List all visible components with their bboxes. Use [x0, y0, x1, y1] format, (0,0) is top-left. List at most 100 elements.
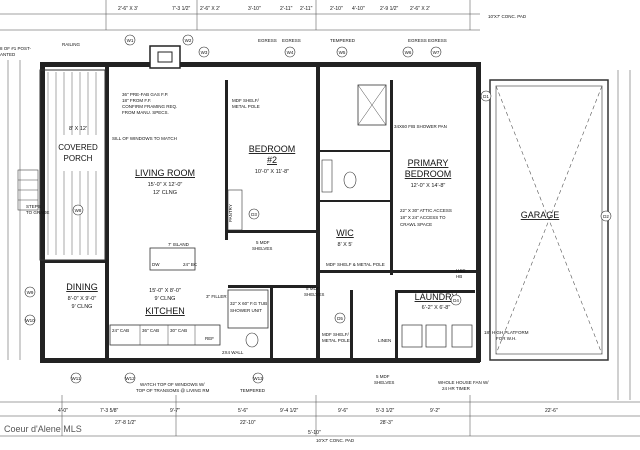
dim-bottom-5: 9'-6": [338, 408, 348, 414]
bc-label: 24" BC: [183, 262, 198, 267]
dim-top-3: 3'-10": [248, 6, 261, 12]
kitchen: 15'-0" X 8'-0" 9' CLNG KITCHEN 24" CAB 3…: [109, 288, 221, 346]
primary-size: 12'-0" X 14'-8": [411, 183, 446, 189]
dim-top-6: 2'-10": [330, 6, 343, 12]
bedroom2-name-1: BEDROOM: [249, 144, 296, 154]
bath-fixtures: 34X60 FIB SHOWER PAN: [321, 84, 447, 193]
bubble-w5: W5: [339, 50, 346, 55]
window-bubbles: W1 W2 W3 W4 W5 W6 W7 W8 W9 W10 W11 W12 W…: [24, 34, 612, 384]
living-room-size: 15'-0" X 12'-0": [148, 182, 183, 188]
bubble-w11: W11: [72, 376, 81, 381]
bubble-w13: W13: [253, 376, 263, 381]
primary-bedroom: PRIMARY BEDROOM 12'-0" X 14'-8" 22" X 30…: [400, 158, 452, 227]
porch-name-1: COVERED: [58, 143, 98, 152]
dim-total-2: 28'-3": [380, 420, 393, 426]
bubble-w9: W9: [27, 290, 34, 295]
garage: GARAGE: [489, 79, 609, 361]
bubble-w2: W2: [185, 38, 192, 43]
bottom-dimensions: 4'-0" 7'-3 5/8" 9'-7" 5'-6" 9'-4 1/2" 9'…: [58, 408, 558, 436]
conc-pad-top: 10'X7' CONC. PAD: [488, 14, 527, 19]
railing-label: RAILING: [62, 42, 81, 47]
bubble-w8: W8: [75, 208, 82, 213]
top-dimensions: 2'-6" X 3' 7'-3 1/2" 2'-6" X 2' 3'-10" 2…: [118, 6, 430, 12]
wic: WIC 8' X 5' MDF SHELF & METAL POLE: [326, 228, 385, 267]
dim-bottom-1: 7'-3 5/8": [100, 408, 119, 414]
egress-1: EGRESS: [258, 38, 277, 43]
tempered-top: TEMPERED: [330, 38, 356, 43]
shower-pan-note: 34X60 FIB SHOWER PAN: [394, 124, 447, 129]
bedroom-2: BEDROOM #2 10'-0" X 11'-8": [249, 144, 296, 175]
dimension-lines: [0, 0, 640, 437]
primary-name-2: BEDROOM: [405, 169, 452, 179]
dim-top-4: 2'-11": [280, 6, 293, 12]
mls-watermark: Coeur d'Alene MLS: [4, 424, 82, 434]
bubble-d4: D4: [453, 298, 459, 303]
steps: STEPS TO GRADE: [17, 169, 49, 215]
bubble-w6: W6: [405, 50, 412, 55]
exterior-walls: [40, 62, 481, 363]
fp-note-4: FROM MANU. SPECS.: [122, 110, 169, 115]
dining-name: DINING: [66, 282, 98, 292]
kitchen-name: KITCHEN: [145, 306, 185, 316]
dim-bottom-2: 9'-7": [170, 408, 180, 414]
pantry-label: PANTRY: [228, 204, 233, 222]
cab-36: 36" CAB: [142, 328, 159, 333]
dim-top-8: 2'-9 1/2": [380, 6, 399, 12]
dim-total-3: 5'-10": [308, 430, 321, 436]
island: 7' ISLAND DW 24" BC: [149, 242, 198, 271]
dim-bottom-8: 22'-6": [545, 408, 558, 414]
filler-label: 3" FILLER: [206, 294, 227, 299]
metal-pole-2: METAL POLE: [322, 338, 350, 343]
top-notes: EGRESS EGRESS TEMPERED EGRESS EGRESS RAI…: [0, 14, 527, 57]
wic-name: WIC: [336, 228, 354, 238]
shelves-3: SHELVES: [374, 380, 394, 385]
dim-bottom-0: 4'-0": [58, 408, 68, 414]
egress-3: EGRESS: [408, 38, 427, 43]
dim-top-0: 2'-6" X 3': [118, 6, 138, 12]
to-grade-label: TO GRADE: [26, 210, 49, 215]
match-windows-1: WATCH TOP OF WINDOWS W/: [140, 382, 205, 387]
bubble-w10: W10: [25, 318, 35, 323]
bubble-w3: W3: [201, 50, 208, 55]
dim-top-1: 7'-3 1/2": [172, 6, 191, 12]
steps-label: STEPS: [26, 204, 41, 209]
porch-size: 8' X 12': [69, 126, 87, 132]
sill-note: SILL OF WINDOWS TO MATCH: [112, 136, 177, 141]
tempered-bottom: TEMPERED: [240, 388, 266, 393]
garage-name: GARAGE: [521, 210, 560, 220]
bubble-d5: D5: [337, 316, 343, 321]
dim-bottom-4: 9'-4 1/2": [280, 408, 299, 414]
dim-bottom-3: 5'-6": [238, 408, 248, 414]
living-room-ceiling: 12' CLNG: [153, 190, 177, 196]
living-room: LIVING ROOM 15'-0" X 12'-0" 12' CLNG: [135, 168, 195, 196]
five-mdf-2: 5 MDF: [306, 286, 320, 291]
cab-30: 30" CAB: [170, 328, 187, 333]
dining-size: 8'-0" X 9'-0": [68, 296, 97, 302]
dim-bottom-6: 5'-3 1/2": [376, 408, 395, 414]
platform-note-2: FOR W.H.: [496, 336, 517, 341]
dw-label: DW: [152, 262, 160, 267]
match-windows-2: TOP OF TRANSOMS @ LIVING RM: [136, 388, 210, 393]
shower-unit-label: SHOWER UNIT: [230, 308, 262, 313]
attic-note-2: 18" X 24" ACCESS TO: [400, 215, 446, 220]
lower-bath: 32" X 60" F.G TUB SHOWER UNIT 3" FILLER …: [206, 286, 391, 355]
post-note-1: 8 OF #1 POST-: [0, 46, 32, 51]
dining-ceiling: 9' CLNG: [72, 304, 93, 310]
cab-24: 24" CAB: [112, 328, 129, 333]
attic-note-3: CRAWL SPACE: [400, 222, 432, 227]
conc-pad-bottom: 10'X7' CONC. PAD: [316, 438, 355, 443]
five-mdf-3: 5 MDF: [376, 374, 390, 379]
hb-label: HB: [456, 274, 462, 279]
hc-label: H&C: [456, 268, 466, 273]
platform-note: 18" HIGH PLATFORM: [484, 330, 529, 335]
attic-note-1: 22" X 30" ATTIC ACCESS: [400, 208, 452, 213]
metal-pole-1: METAL POLE: [232, 104, 260, 109]
dim-top-5: 2'-11": [300, 6, 313, 12]
egress-4: EGRESS: [428, 38, 447, 43]
refr-label: REF: [205, 336, 214, 341]
wall-2x4: 2X4 WALL: [222, 350, 244, 355]
dining: DINING 8'-0" X 9'-0" 9' CLNG: [66, 282, 98, 310]
porch-name-2: PORCH: [64, 154, 93, 163]
bubble-d2: D2: [603, 214, 609, 219]
